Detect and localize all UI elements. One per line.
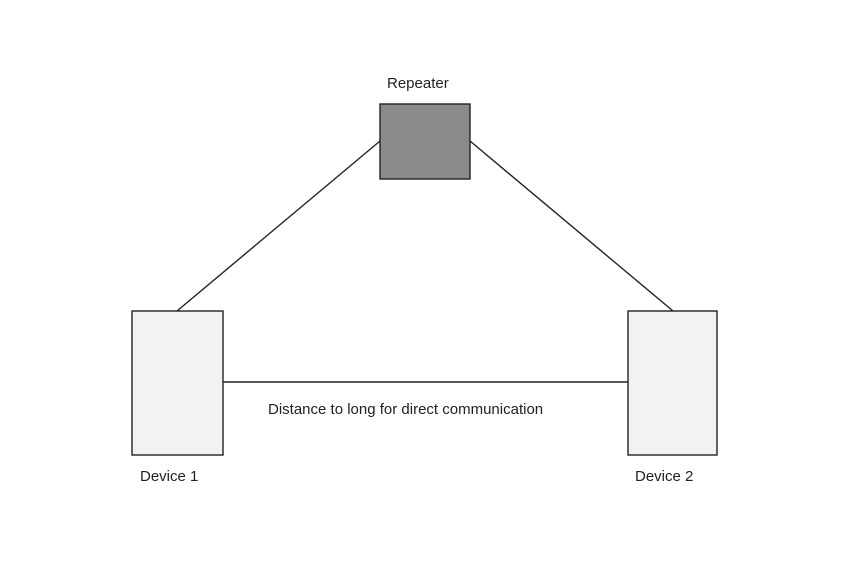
device1-label: Device 1 bbox=[140, 468, 199, 485]
device1-box bbox=[131, 310, 224, 456]
repeater-label: Repeater bbox=[387, 75, 449, 92]
direct-link-label: Distance to long for direct communicatio… bbox=[268, 401, 544, 418]
link-repeater-device2 bbox=[469, 140, 674, 312]
repeater-box bbox=[379, 103, 471, 180]
device2-label: Device 2 bbox=[635, 468, 694, 485]
link-device1-repeater bbox=[176, 140, 381, 312]
device2-box bbox=[627, 310, 718, 456]
